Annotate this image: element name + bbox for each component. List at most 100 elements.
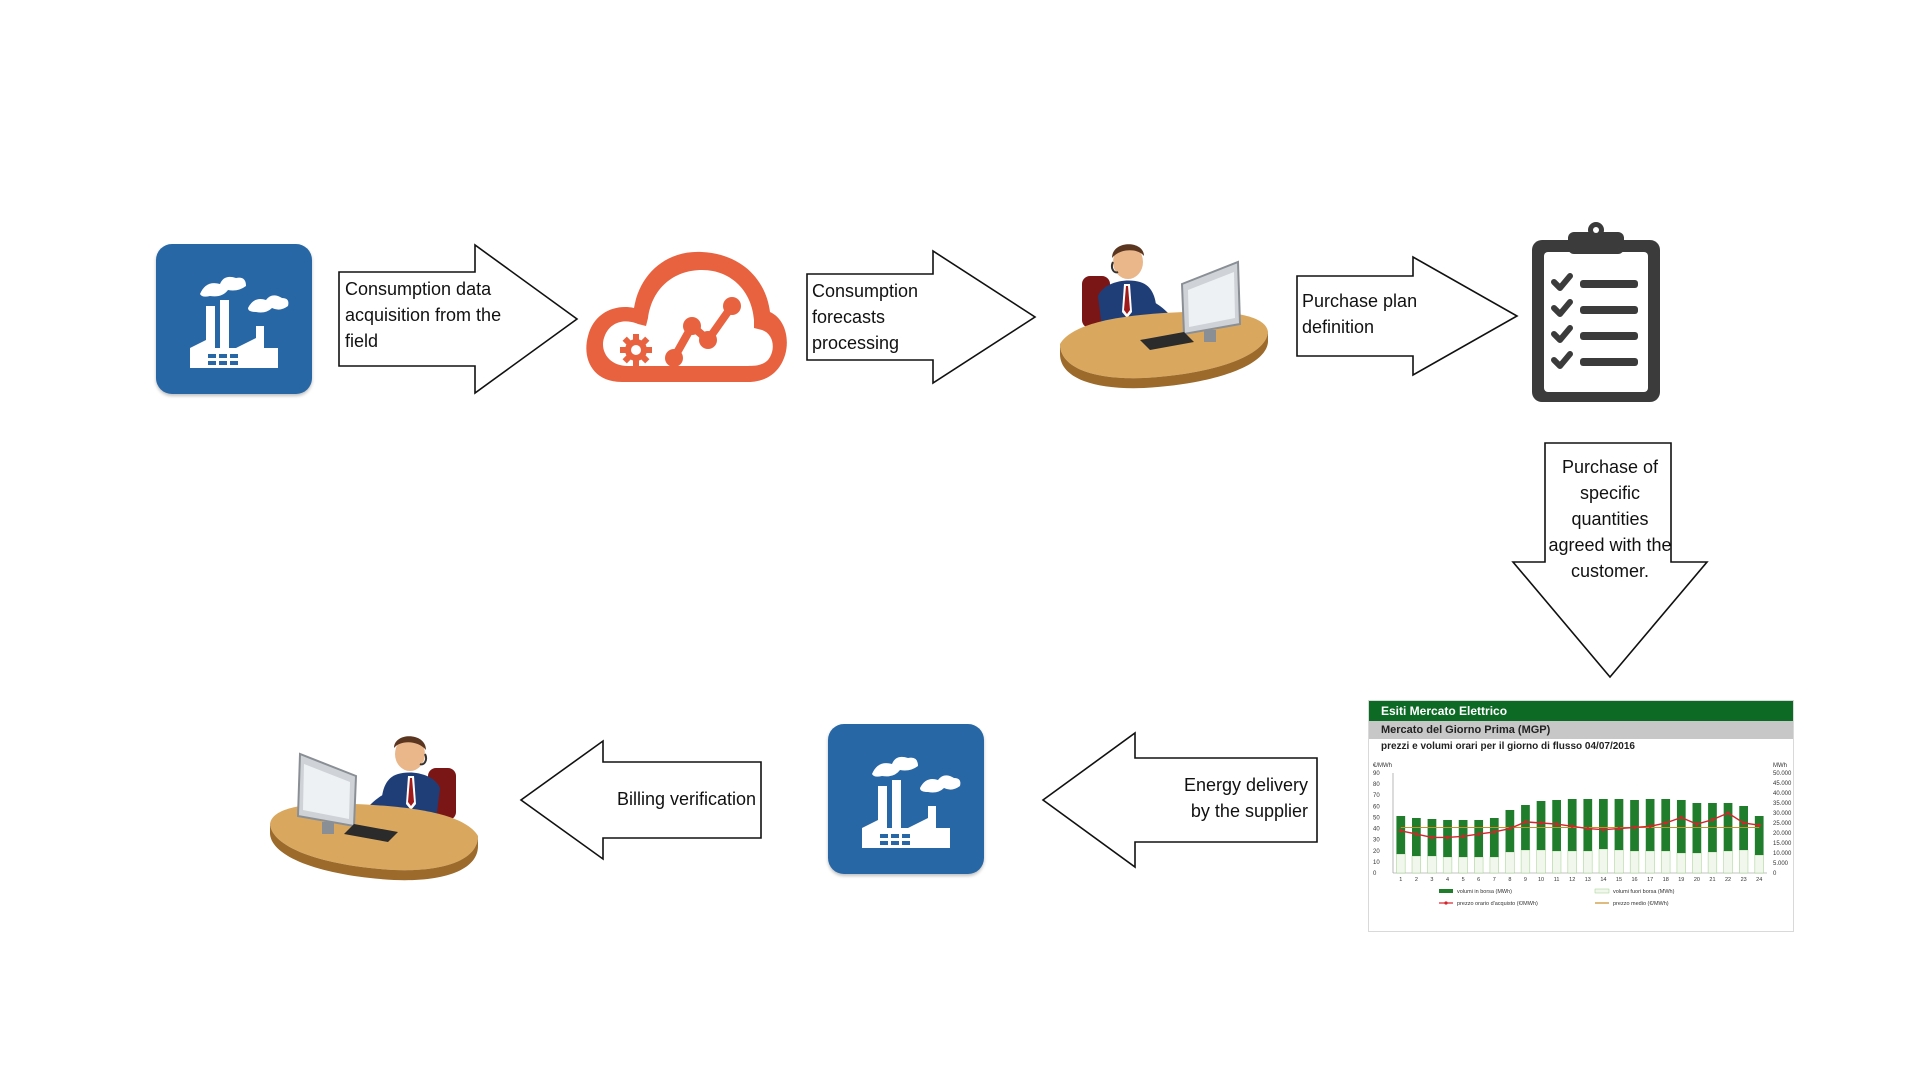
left-tick-label: 90 <box>1373 771 1380 777</box>
point-prezzo-orario <box>1477 832 1481 836</box>
right-tick-label: 5.000 <box>1773 861 1789 867</box>
market-panel-caption: prezzi e volumi orari per il giorno di f… <box>1381 741 1635 752</box>
arrow-forecasts: Consumption forecasts processing <box>806 249 1037 385</box>
factory-icon <box>190 276 289 368</box>
bar-volumi-in-borsa <box>1536 801 1546 850</box>
arrow-purchase-quantities: Purchase of specific quantities agreed w… <box>1511 442 1709 679</box>
legend-swatch-in-borsa <box>1439 889 1453 893</box>
legend-swatch-fuori-borsa <box>1594 888 1610 894</box>
right-tick-label: 0 <box>1773 871 1777 877</box>
bar-volumi-fuori-borsa <box>1629 850 1640 874</box>
right-tick-label: 25.000 <box>1773 821 1792 827</box>
x-tick-label: 11 <box>1554 877 1560 883</box>
right-tick-label: 10.000 <box>1773 851 1792 857</box>
arrow-purchase-plan: Purchase plan definition <box>1296 255 1519 377</box>
point-prezzo-orario <box>1508 826 1512 831</box>
bar-volumi-fuori-borsa <box>1739 849 1749 874</box>
bar-volumi-fuori-borsa <box>1661 850 1671 874</box>
factory-tile-top <box>156 244 312 394</box>
point-prezzo-orario <box>1414 832 1418 836</box>
x-tick-label: 6 <box>1477 877 1480 883</box>
bar-volumi-fuori-borsa <box>1552 850 1562 874</box>
point-prezzo-orario <box>1430 835 1434 840</box>
left-tick-label: 80 <box>1373 782 1380 788</box>
arrow-consumption-acquisition: Consumption data acquisition from the fi… <box>338 243 579 395</box>
bar-volumi-fuori-borsa <box>1583 850 1593 874</box>
legend-label-in-borsa: volumi in borsa (MWh) <box>1457 889 1512 895</box>
market-panel-subheader: Mercato del Giorno Prima (MGP) <box>1369 721 1793 739</box>
point-prezzo-orario <box>1461 834 1465 838</box>
cloud-analytics-icon <box>586 251 787 382</box>
bar-volumi-in-borsa <box>1754 816 1764 855</box>
right-axis-unit: MWh <box>1773 763 1787 769</box>
bar-volumi-fuori-borsa <box>1598 848 1608 874</box>
bar-volumi-fuori-borsa <box>1442 856 1453 874</box>
bar-volumi-in-borsa <box>1505 810 1515 852</box>
bar-volumi-in-borsa <box>1489 818 1499 857</box>
x-tick-label: 16 <box>1631 877 1637 883</box>
bar-volumi-fuori-borsa <box>1520 849 1531 874</box>
bar-volumi-in-borsa <box>1692 803 1702 853</box>
point-prezzo-orario <box>1555 822 1559 826</box>
point-prezzo-orario <box>1399 829 1403 833</box>
bar-volumi-fuori-borsa <box>1645 850 1655 874</box>
x-tick-label: 21 <box>1709 877 1715 883</box>
left-axis-unit: €/MWh <box>1373 763 1392 769</box>
bar-volumi-fuori-borsa <box>1614 849 1624 874</box>
x-tick-label: 22 <box>1725 877 1731 883</box>
x-tick-label: 4 <box>1446 877 1449 883</box>
point-prezzo-orario <box>1757 823 1761 827</box>
bar-volumi-fuori-borsa <box>1396 853 1406 874</box>
x-tick-label: 9 <box>1524 877 1527 883</box>
point-prezzo-orario <box>1601 828 1605 832</box>
left-tick-label: 20 <box>1373 849 1380 855</box>
factory-icon <box>862 756 961 848</box>
bar-volumi-fuori-borsa <box>1458 856 1468 874</box>
bar-volumi-fuori-borsa <box>1692 852 1702 874</box>
legend-label-prezzo-orario: prezzo orario d'acquisto (€/MWh) <box>1457 901 1538 907</box>
bar-volumi-fuori-borsa <box>1536 849 1546 874</box>
right-tick-label: 45.000 <box>1773 781 1792 787</box>
bar-volumi-in-borsa <box>1458 820 1468 857</box>
bar-volumi-in-borsa <box>1412 818 1421 856</box>
market-results-panel: Esiti Mercato Elettrico Mercato del Gior… <box>1368 700 1794 932</box>
bar-volumi-in-borsa <box>1599 799 1608 849</box>
x-tick-label: 1 <box>1399 877 1402 883</box>
x-tick-label: 17 <box>1647 877 1653 883</box>
point-prezzo-orario <box>1726 811 1730 815</box>
arrow-consumption-acquisition-label: Consumption data acquisition from the fi… <box>345 279 502 351</box>
x-tick-label: 19 <box>1678 877 1684 883</box>
x-tick-label: 24 <box>1756 877 1762 883</box>
right-tick-label: 30.000 <box>1773 811 1792 817</box>
bar-volumi-in-borsa <box>1676 800 1686 853</box>
right-tick-label: 50.000 <box>1773 771 1792 777</box>
bar-volumi-in-borsa <box>1583 799 1593 851</box>
right-tick-label: 20.000 <box>1773 831 1792 837</box>
x-tick-label: 18 <box>1663 877 1669 883</box>
clipboard-checklist-icon <box>1532 222 1660 402</box>
x-tick-label: 12 <box>1569 877 1575 883</box>
legend-label-prezzo-medio: prezzo medio (€/MWh) <box>1613 901 1669 907</box>
operator-at-desk-icon <box>270 736 478 881</box>
line-prezzo-orario <box>1400 812 1760 839</box>
point-prezzo-orario <box>1632 825 1637 830</box>
right-tick-label: 40.000 <box>1773 791 1792 797</box>
point-prezzo-orario <box>1664 821 1668 825</box>
point-prezzo-orario <box>1570 824 1574 828</box>
point-prezzo-orario <box>1710 818 1715 822</box>
point-prezzo-orario <box>1648 824 1652 828</box>
bar-volumi-in-borsa <box>1614 799 1624 850</box>
arrow-energy-delivery: Energy delivery by the supplier <box>1041 731 1318 869</box>
operator-at-desk-icon <box>1060 244 1268 389</box>
point-prezzo-orario <box>1679 815 1683 820</box>
bar-volumi-in-borsa <box>1739 806 1748 850</box>
point-prezzo-orario <box>1586 826 1590 831</box>
x-tick-label: 8 <box>1508 877 1511 883</box>
x-tick-label: 7 <box>1493 877 1496 883</box>
x-tick-label: 2 <box>1415 877 1418 883</box>
bar-volumi-in-borsa <box>1661 799 1671 851</box>
arrow-purchase-plan-label: Purchase plan definition <box>1302 291 1418 337</box>
operator-desk-top <box>1054 232 1274 392</box>
left-tick-label: 70 <box>1373 793 1380 799</box>
